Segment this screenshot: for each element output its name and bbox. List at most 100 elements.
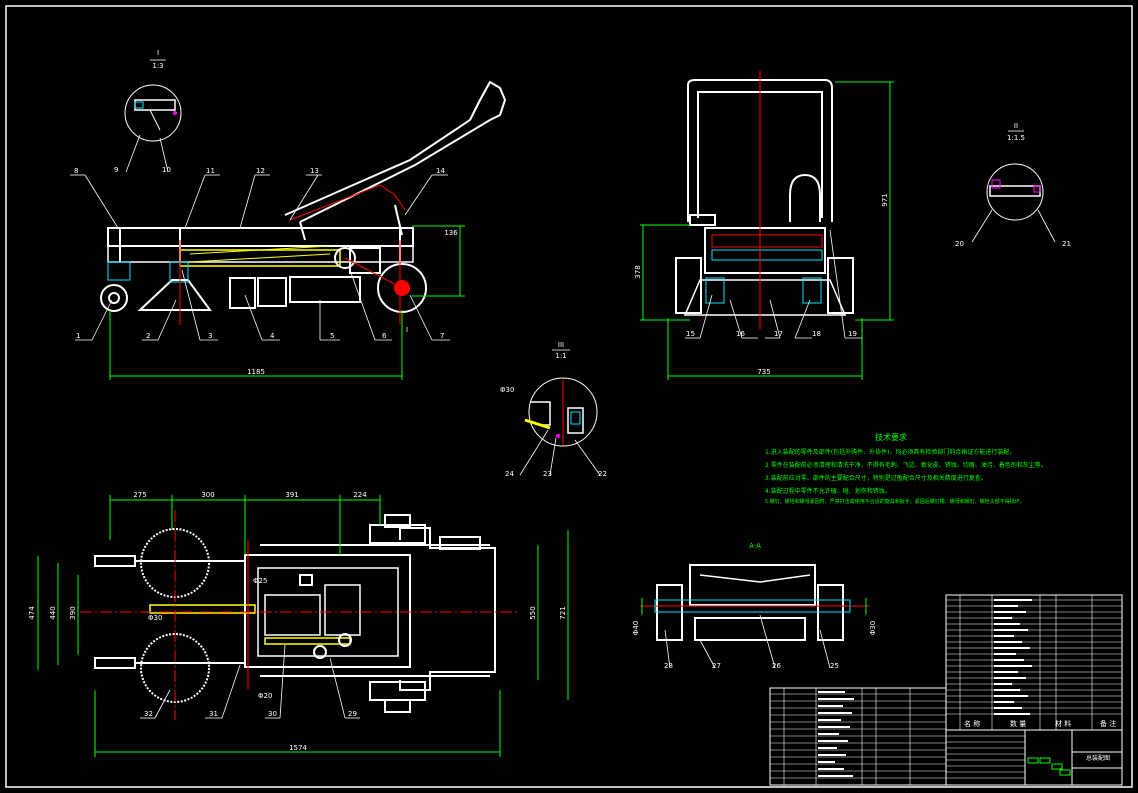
title-cell [1051, 763, 1063, 770]
top-view [80, 510, 520, 720]
callout-9: 9 [114, 166, 118, 174]
section-AA-right-dim: Φ30 [869, 621, 877, 635]
front-view-leaders [685, 229, 862, 339]
top-dim-4: 224 [353, 491, 367, 499]
front-view-callouts: 15 16 17 18 19 [686, 330, 857, 338]
detail-I-label: I [157, 49, 159, 57]
top-left-inner-dim: 390 [69, 606, 77, 619]
detail-III-dim: Φ30 [500, 386, 514, 394]
detail-II: II 1:1.5 20 21 [955, 122, 1071, 248]
top-view-callouts: 32 31 30 29 [144, 710, 357, 718]
top-view-dimensions [37, 495, 569, 757]
callout-30: 30 [268, 710, 277, 718]
callout-1: 1 [76, 332, 80, 340]
top-phi-1: Φ25 [253, 577, 267, 585]
top-left-mid-dim: 440 [49, 606, 57, 619]
side-length-dim: 1185 [247, 368, 265, 376]
detail-III: III 1:1 Φ30 24 23 22 [500, 341, 607, 478]
side-view-dimensions [109, 225, 465, 380]
header-note: 备 注 [1100, 719, 1116, 728]
callout-18: 18 [812, 330, 821, 338]
tech-line-2: 2.零件在装配前必须清理和清洗干净，不得有毛刺、飞边、氧化皮、锈蚀、切屑、油污、… [765, 461, 1047, 469]
section-AA-dimensions [641, 598, 867, 615]
top-phi-2: Φ20 [258, 692, 272, 700]
callout-31: 31 [209, 710, 218, 718]
callout-15: 15 [686, 330, 695, 338]
tech-line-1: 1.进入装配的零件及部件(包括外购件、外协件)，均必须具有检验部门的合格证方能进… [765, 448, 1015, 456]
detail-III-label: III [558, 341, 564, 349]
callout-27: 27 [712, 662, 721, 670]
top-view-leaders [140, 644, 360, 719]
callout-10: 10 [162, 166, 171, 174]
callout-26: 26 [772, 662, 781, 670]
tech-requirements: 技术要求 1.进入装配的零件及部件(包括外购件、外协件)，均必须具有检验部门的合… [765, 432, 1047, 505]
callout-14: 14 [436, 167, 445, 175]
section-AA-callouts: 28 27 26 25 [664, 662, 839, 670]
callout-32: 32 [144, 710, 153, 718]
detail-I: I 1:3 [124, 49, 182, 173]
callout-13: 13 [310, 167, 319, 175]
detail-II-label: II [1014, 122, 1018, 130]
callout-12: 12 [256, 167, 265, 175]
side-height-dim: 136 [444, 229, 458, 237]
section-AA-left-dim: Φ40 [632, 621, 640, 635]
front-width-dim: 735 [757, 368, 770, 376]
callout-23: 23 [543, 470, 552, 478]
section-AA-title: A-A [749, 542, 761, 550]
front-total-height-dim: 971 [881, 193, 889, 206]
top-phi-3: Φ30 [148, 614, 162, 622]
section-AA-leaders [664, 614, 831, 669]
callout-7: 7 [440, 332, 444, 340]
parts-list [769, 594, 1123, 786]
title-cell [1059, 769, 1071, 776]
tech-line-3: 3.装配前应对零、部件的主要配合尺寸，特别是过盈配合尺寸及相关精度进行复查。 [765, 474, 987, 482]
title-cell [1039, 757, 1051, 764]
top-right-inner-dim: 550 [529, 606, 537, 619]
detail-I-scale: 1:3 [152, 62, 163, 70]
top-dim-1: 275 [133, 491, 146, 499]
tech-title: 技术要求 [875, 432, 907, 442]
side-view-leaders [70, 174, 450, 341]
callout-16: 16 [736, 330, 745, 338]
top-dim-3: 391 [285, 491, 298, 499]
top-right-outer-dim: 721 [559, 606, 567, 619]
callout-6: 6 [382, 332, 387, 340]
callout-29: 29 [348, 710, 357, 718]
callout-28: 28 [664, 662, 673, 670]
callout-3: 3 [208, 332, 212, 340]
callout-19: 19 [848, 330, 857, 338]
side-view [100, 80, 507, 325]
front-view [675, 70, 854, 330]
header-qty: 数 量 [1010, 719, 1026, 728]
top-left-outer-dim: 474 [28, 606, 36, 620]
detail-III-scale: 1:1 [555, 352, 566, 360]
callout-20: 20 [955, 240, 964, 248]
callout-25: 25 [830, 662, 839, 670]
front-view-dimensions [640, 81, 894, 380]
top-total-dim: 1574 [289, 744, 307, 752]
top-dim-2: 300 [201, 491, 214, 499]
callout-4: 4 [270, 332, 275, 340]
title-block: 名 称 数 量 材 料 备 注 总装配图 [964, 719, 1116, 762]
side-view-callouts: 1 2 3 4 5 6 7 8 9 10 11 12 13 14 [74, 166, 445, 340]
side-aux-mark: I [406, 326, 408, 334]
tech-line-4: 4.装配过程中零件不允许磕、碰、划伤和锈蚀。 [765, 487, 891, 495]
front-small-height-dim: 378 [634, 265, 642, 278]
callout-17: 17 [774, 330, 783, 338]
title-cell [1027, 757, 1039, 764]
header-material: 材 料 [1055, 719, 1071, 728]
section-AA [640, 564, 870, 641]
callout-22: 22 [598, 470, 607, 478]
drawing-name: 总装配图 [1086, 754, 1110, 762]
tech-line-5: 5.螺钉、螺栓和螺母紧固时，严禁打击或使用不合适的旋具和扳手。紧固后螺钉槽、螺母… [765, 498, 1025, 505]
sheet-border [5, 5, 1133, 788]
detail-II-scale: 1:1.5 [1007, 134, 1025, 142]
callout-21: 21 [1062, 240, 1071, 248]
callout-2: 2 [146, 332, 150, 340]
header-name: 名 称 [964, 719, 980, 728]
callout-8: 8 [74, 167, 78, 175]
callout-24: 24 [505, 470, 514, 478]
callout-5: 5 [330, 332, 334, 340]
callout-11: 11 [206, 167, 215, 175]
